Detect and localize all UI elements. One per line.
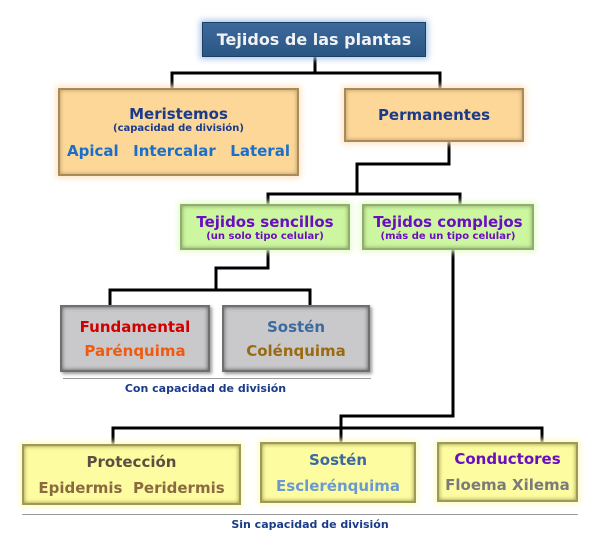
con-division-caption: Con capacidad de división (124, 382, 287, 395)
meristemos-box: Meristemos (capacidad de división) Apica… (58, 88, 299, 176)
title-text: Tejidos de las plantas (216, 30, 412, 49)
fundamental-title: Fundamental (79, 317, 191, 336)
complejos-subtitle: (más de un tipo celular) (380, 230, 516, 242)
meristemo-apical: Apical (67, 141, 119, 160)
meristemo-intercalar: Intercalar (133, 141, 216, 160)
colenquima-text: Colénquima (246, 341, 346, 360)
sencillos-box: Tejidos sencillos (un solo tipo celular) (180, 204, 350, 250)
esclerenquima-text: Esclerénquima (276, 476, 400, 495)
peridermis-text: Peridermis (132, 478, 225, 497)
divider-sin-division (22, 514, 578, 515)
sencillos-subtitle: (un solo tipo celular) (206, 230, 324, 242)
connector-root (170, 57, 442, 88)
permanentes-box: Permanentes (344, 88, 524, 142)
connector-sencillos (108, 250, 312, 305)
fundamental-box: Fundamental Parénquima (60, 305, 210, 372)
conductores-tissues: Floema Xilema (445, 476, 570, 494)
complejos-title: Tejidos complejos (373, 212, 523, 231)
connector-permanentes (266, 142, 462, 204)
sosten-complejo-box: Sostén Esclerénquima (260, 442, 416, 503)
divider-con-division (63, 378, 371, 379)
proteccion-tissues: Epidermis Peridermis (38, 479, 224, 497)
proteccion-title: Protección (86, 452, 177, 471)
floema-text: Floema (445, 476, 507, 494)
complejos-box: Tejidos complejos (más de un tipo celula… (362, 204, 534, 250)
conductores-box: Conductores Floema Xilema (437, 442, 578, 502)
title-box: Tejidos de las plantas (202, 22, 426, 57)
sosten-sencillo-box: Sostén Colénquima (222, 305, 370, 372)
parenquima-text: Parénquima (84, 341, 186, 360)
sosten-sencillo-title: Sostén (266, 317, 326, 336)
meristemos-title: Meristemos (129, 104, 228, 123)
permanentes-title: Permanentes (377, 106, 491, 124)
meristemo-types: Apical Intercalar Lateral (67, 142, 290, 160)
sencillos-title: Tejidos sencillos (196, 212, 334, 231)
sin-division-caption: Sin capacidad de división (231, 518, 389, 531)
xilema-text: Xilema (512, 476, 570, 494)
meristemo-lateral: Lateral (230, 141, 290, 160)
sosten-complejo-title: Sostén (308, 450, 368, 469)
meristemos-subtitle: (capacidad de división) (113, 122, 244, 134)
conductores-title: Conductores (454, 450, 561, 468)
proteccion-box: Protección Epidermis Peridermis (22, 444, 241, 505)
connector-complejos (111, 250, 544, 444)
epidermis-text: Epidermis (38, 478, 123, 497)
